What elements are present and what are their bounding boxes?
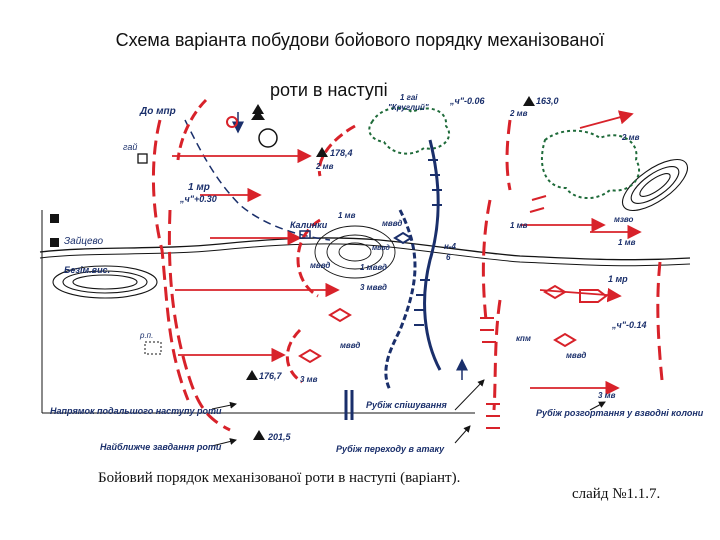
legend-nearest: Найближче завдання роти — [100, 442, 222, 452]
village-contour — [314, 225, 396, 279]
map-symbols — [50, 96, 608, 440]
river — [39, 237, 691, 261]
label-1-mv-a: 1 мв — [338, 211, 356, 220]
hill-bezim — [52, 265, 158, 299]
label-mvzv-c: мввд — [340, 341, 360, 350]
map-border — [41, 210, 475, 414]
label-1-mr: 1 мр — [188, 182, 210, 193]
label-2-mv-b: 2 мв — [509, 109, 528, 118]
triangle-201-5 — [253, 430, 265, 440]
label-time-006: „ч"-0.06 — [449, 96, 486, 106]
hill-right — [621, 159, 689, 211]
label-bezim: Безім.вис. — [64, 265, 110, 275]
label-kalynky: Калинки — [290, 220, 328, 230]
label-do-mpr: До мпр — [139, 106, 176, 117]
red-arrows — [172, 110, 642, 396]
label-178-4: 178,4 — [330, 148, 353, 158]
label-1-gai: 1 гаі — [400, 93, 418, 102]
grove-krugly — [368, 106, 451, 155]
legend-rubizh-spiesh: Рубіж спішування — [366, 400, 448, 410]
label-163-0: 163,0 — [536, 96, 559, 106]
label-1-mr-b: 1 мр — [608, 274, 628, 284]
diamond-icon-4 — [553, 332, 577, 348]
red-barbs — [480, 195, 547, 429]
triangle-163-0 — [523, 96, 535, 106]
flag-icon-2 — [50, 238, 59, 247]
sun-icon — [226, 116, 238, 128]
diamond-icon-2 — [328, 307, 352, 323]
label-1-mvzv: 1 мввд — [360, 263, 387, 272]
label-gai: гай — [123, 142, 137, 152]
bmp-icon-1 — [299, 230, 311, 239]
legend-direction: Напрямок подальшого наступу роти — [50, 406, 222, 416]
label-3-mv-a: 3 мв — [300, 375, 318, 384]
label-n6: 6 — [446, 253, 451, 262]
diamond-icon-1 — [298, 348, 322, 364]
label-2-mv-c: 2 мв — [621, 133, 640, 142]
label-2-mv-a: 2 мв — [315, 162, 334, 171]
label-mvzv-d: мввд — [372, 244, 390, 252]
grove-right — [540, 129, 640, 199]
navy-comb — [414, 159, 442, 326]
label-kpm: кпм — [516, 334, 531, 343]
figure-caption: Бойовий порядок механізованої роти в нас… — [98, 470, 461, 486]
tree-icon — [251, 104, 265, 120]
checkpoint-icon — [137, 153, 148, 164]
label-3-mvzv: 3 мввд — [360, 283, 387, 292]
label-rp: р.п. — [139, 331, 153, 340]
diamond-icon-3 — [543, 284, 567, 300]
radar-icon — [258, 128, 278, 148]
label-time-030: „ч"+0.30 — [179, 194, 217, 204]
title-line-1: Схема варіанта побудови бойового порядку… — [115, 30, 605, 50]
navy-diamond — [393, 231, 413, 245]
red-front-lines — [151, 119, 664, 432]
tank-icon — [579, 289, 608, 303]
label-mzvo: мзво — [614, 215, 634, 224]
triangle-178-4 — [316, 147, 328, 157]
legend-rubizh-rozg: Рубіж розгортання у взводні колони — [536, 408, 704, 418]
label-1-mv-c: 1 мв — [618, 238, 636, 247]
label-1-mv-b: 1 мв — [510, 221, 528, 230]
label-mvzv-e: мввд — [566, 351, 586, 360]
red-arc-attack — [176, 98, 356, 384]
label-krugly: "Круглий" — [388, 103, 429, 112]
label-176-7: 176,7 — [259, 371, 283, 381]
label-3-mv-b: 3 мв — [598, 391, 616, 400]
legend-rubizh-ataka: Рубіж переходу в атаку — [336, 444, 445, 454]
label-time-014: „ч"-0.14 — [611, 320, 647, 330]
flag-icon — [50, 214, 59, 223]
label-mvzv-b: мввд — [310, 261, 330, 270]
rp-box — [144, 341, 162, 355]
label-mvzv-a: мввд — [382, 219, 402, 228]
slide-number: слайд №1.1.7. — [572, 486, 661, 502]
label-n4: н-4 — [444, 242, 456, 251]
legend-leaders — [211, 379, 606, 447]
label-201-5: 201,5 — [267, 432, 292, 442]
title-line-2: роти в наступі — [270, 80, 388, 100]
label-zaitsevo: Зайцево — [64, 236, 104, 247]
triangle-176-7 — [246, 370, 258, 380]
